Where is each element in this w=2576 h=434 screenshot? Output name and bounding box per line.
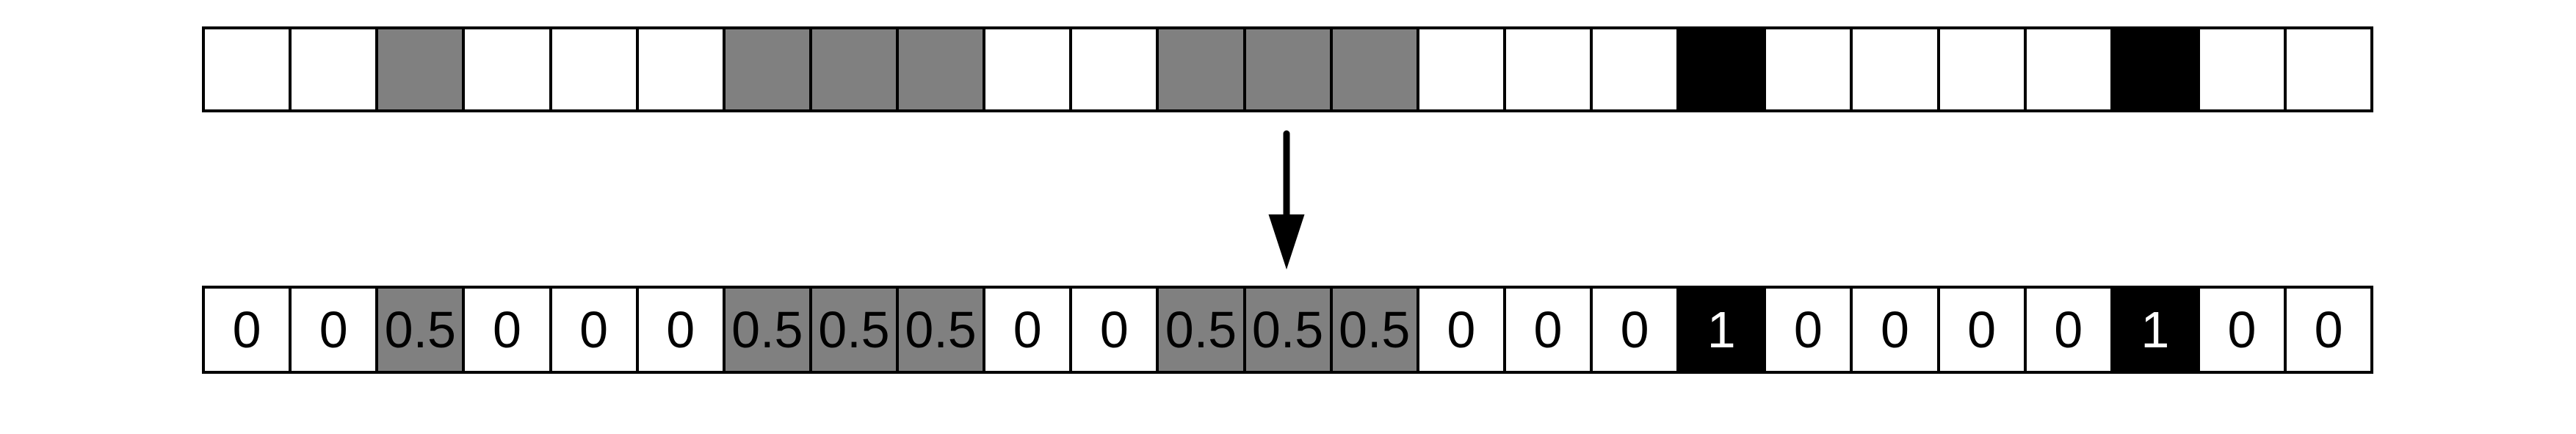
value-cell-white: 0 [985,289,1073,371]
shaded-cell-white [1419,29,1506,109]
shaded-cell-gray [1159,29,1246,109]
shaded-cell-white [292,29,379,109]
shaded-cell-white [1939,29,2027,109]
value-cell-white: 0 [1853,289,1940,371]
shaded-cell-gray [1332,29,1419,109]
shaded-cell-white [465,29,552,109]
value-cell-gray: 0.5 [1332,289,1419,371]
value-cell-white: 0 [205,289,292,371]
value-cell-white: 0 [1419,289,1506,371]
value-cell-white: 0 [292,289,379,371]
shaded-cell-gray [725,29,812,109]
value-cell-gray: 0.5 [725,289,812,371]
value-cell-white: 0 [1593,289,1680,371]
shaded-cell-white [205,29,292,109]
value-cell-gray: 0.5 [899,289,986,371]
shaded-cell-white [1072,29,1159,109]
shaded-cell-white [1505,29,1593,109]
value-cell-gray: 0.5 [1245,289,1333,371]
shaded-cell-white [985,29,1073,109]
value-cell-gray: 0.5 [1159,289,1246,371]
shaded-cell-gray [811,29,899,109]
value-cell-white: 0 [1072,289,1159,371]
value-cell-white: 0 [465,289,552,371]
shaded-cell-gray [1245,29,1333,109]
value-cell-white: 0 [638,289,726,371]
shaded-cell-white [1853,29,1940,109]
value-cell-black: 1 [1679,289,1767,371]
value-cell-gray: 0.5 [378,289,466,371]
shaded-cell-white [2026,29,2113,109]
value-cell-gray: 0.5 [811,289,899,371]
value-cell-white: 0 [2026,289,2113,371]
shaded-cell-gray [378,29,466,109]
value-cell-white: 0 [551,289,639,371]
value-cell-white: 0 [1766,289,1853,371]
shaded-cell-black [1679,29,1767,109]
down-arrow-icon [1265,129,1309,272]
shaded-cell-white [1593,29,1680,109]
shaded-cell-white [2199,29,2287,109]
shaded-cell-white [638,29,726,109]
value-cell-white: 0 [2199,289,2287,371]
value-cell-black: 1 [2113,289,2200,371]
top-shaded-strip [202,26,2373,112]
shaded-cell-gray [899,29,986,109]
shaded-cell-white [2287,29,2371,109]
value-cell-white: 0 [2287,289,2371,371]
shaded-cell-white [1766,29,1853,109]
value-cell-white: 0 [1505,289,1593,371]
shaded-cell-white [551,29,639,109]
shaded-cell-black [2113,29,2200,109]
value-cell-white: 0 [1939,289,2027,371]
